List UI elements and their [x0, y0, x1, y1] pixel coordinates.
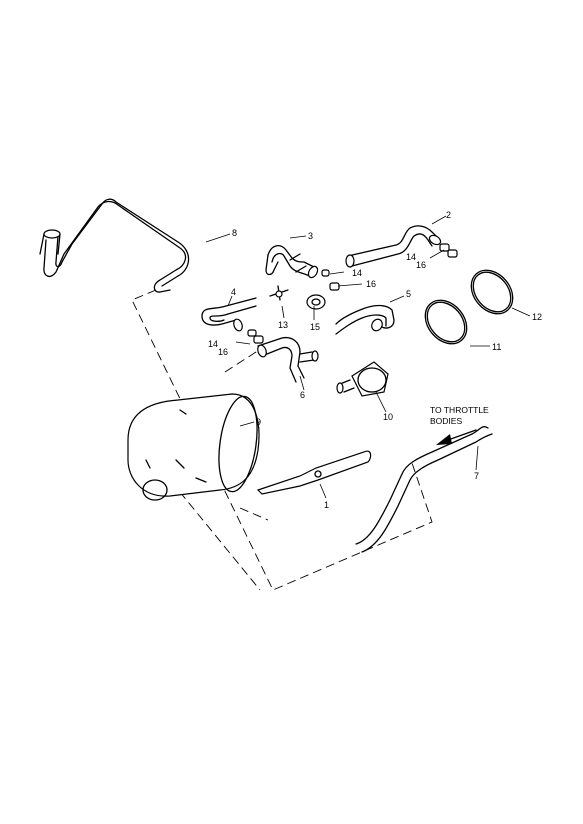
callout-9: 9: [256, 417, 261, 427]
callout-13: 13: [278, 320, 288, 330]
leader-lines: [205, 215, 531, 499]
callout-16b: 16: [366, 279, 376, 289]
canister-9: [127, 393, 260, 501]
callout-16a: 16: [416, 260, 426, 270]
callout-4: 4: [231, 287, 236, 297]
callout-7: 7: [474, 471, 479, 481]
callout-10: 10: [383, 412, 393, 422]
throttle-note: TO THROTTLE BODIES: [430, 405, 489, 426]
hose-7: [355, 426, 493, 553]
hose-5: [335, 304, 395, 335]
callout-6: 6: [300, 390, 305, 400]
callout-14a: 14: [406, 252, 416, 262]
hose-3: [265, 245, 319, 279]
callout-1: 1: [324, 500, 329, 510]
callout-11: 11: [492, 342, 501, 352]
valve-10: [336, 361, 389, 397]
callout-16c: 16: [218, 347, 228, 357]
callout-14c: 14: [208, 339, 218, 349]
callout-5: 5: [406, 289, 411, 299]
callout-14b: 14: [352, 268, 362, 278]
bracket-1: [256, 450, 372, 495]
callout-8: 8: [232, 228, 237, 238]
clips: [247, 243, 458, 344]
hose-2: [345, 225, 442, 268]
callout-12: 12: [532, 312, 542, 322]
note-line-2: BODIES: [430, 416, 462, 426]
arrow-icon: [436, 429, 477, 445]
grommet-15: [306, 294, 326, 310]
callout-2: 2: [446, 210, 451, 220]
hose-8: [39, 198, 190, 293]
hose-4: [201, 297, 257, 332]
callouts: 1 2 3 4 5 6 7 8 9 10 11 12 13 14 14 14 1…: [208, 210, 542, 510]
note-line-1: TO THROTTLE: [430, 405, 489, 415]
callout-3: 3: [308, 231, 313, 241]
callout-15: 15: [310, 322, 320, 332]
t-piece-13: [269, 285, 289, 301]
hose-6: [257, 336, 319, 383]
ring-clips: [424, 269, 514, 345]
